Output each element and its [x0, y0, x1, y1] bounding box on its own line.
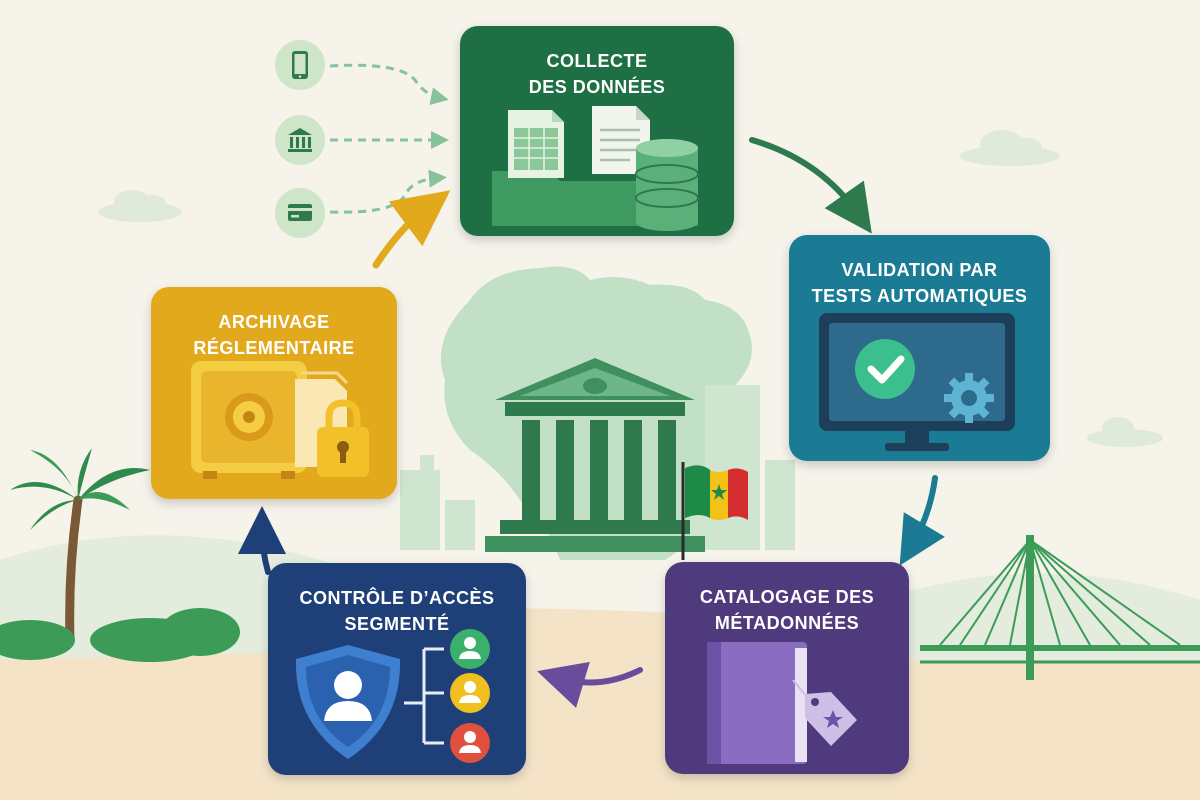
stage-archivage-card: Archivage réglementaire — [151, 287, 397, 499]
book-icon — [707, 642, 807, 764]
database-icon — [635, 139, 699, 231]
smartphone-icon — [292, 51, 308, 79]
document-icon — [592, 106, 650, 174]
star-icon — [823, 710, 843, 728]
palm-tree-icon — [10, 448, 150, 645]
credit-card-source — [275, 188, 325, 238]
stage-validation-card: Validation par tests automatiques — [789, 235, 1050, 461]
user-yellow-icon — [450, 673, 490, 713]
stage-catalogage-title: Catalogage des métadonnées — [699, 587, 875, 633]
tag-icon — [792, 679, 857, 746]
stage-collecte-title: Collecte des données — [528, 51, 666, 97]
spreadsheet-icon — [508, 110, 564, 178]
checkmark-icon — [855, 339, 915, 399]
stage-catalogage-card: Catalogage des métadonnées — [665, 562, 909, 774]
user-green-icon — [450, 629, 490, 669]
safe-icon — [191, 361, 307, 479]
stage-controle-title: Contrôle d’accès segmenté — [299, 588, 495, 634]
user-red-icon — [450, 723, 490, 763]
stage-controle-card: Contrôle d’accès segmenté — [268, 563, 526, 775]
bank-icon — [288, 128, 312, 152]
cloud-icon — [98, 190, 182, 222]
bank-source — [275, 115, 325, 165]
credit-card-icon — [288, 204, 312, 221]
bridge-icon — [920, 535, 1200, 680]
senegal-flag-icon — [681, 462, 748, 560]
gear-icon — [944, 373, 994, 423]
stage-collecte-card: Collecte des données — [460, 26, 734, 236]
central-bank-building-icon — [485, 358, 705, 552]
smartphone-source — [275, 40, 325, 90]
city-skyline-icon — [400, 385, 795, 550]
user-icon — [324, 671, 372, 721]
stage-archivage-title: Archivage réglementaire — [193, 312, 355, 358]
stage-validation-title: Validation par tests automatiques — [811, 260, 1028, 306]
padlock-icon — [317, 399, 369, 477]
